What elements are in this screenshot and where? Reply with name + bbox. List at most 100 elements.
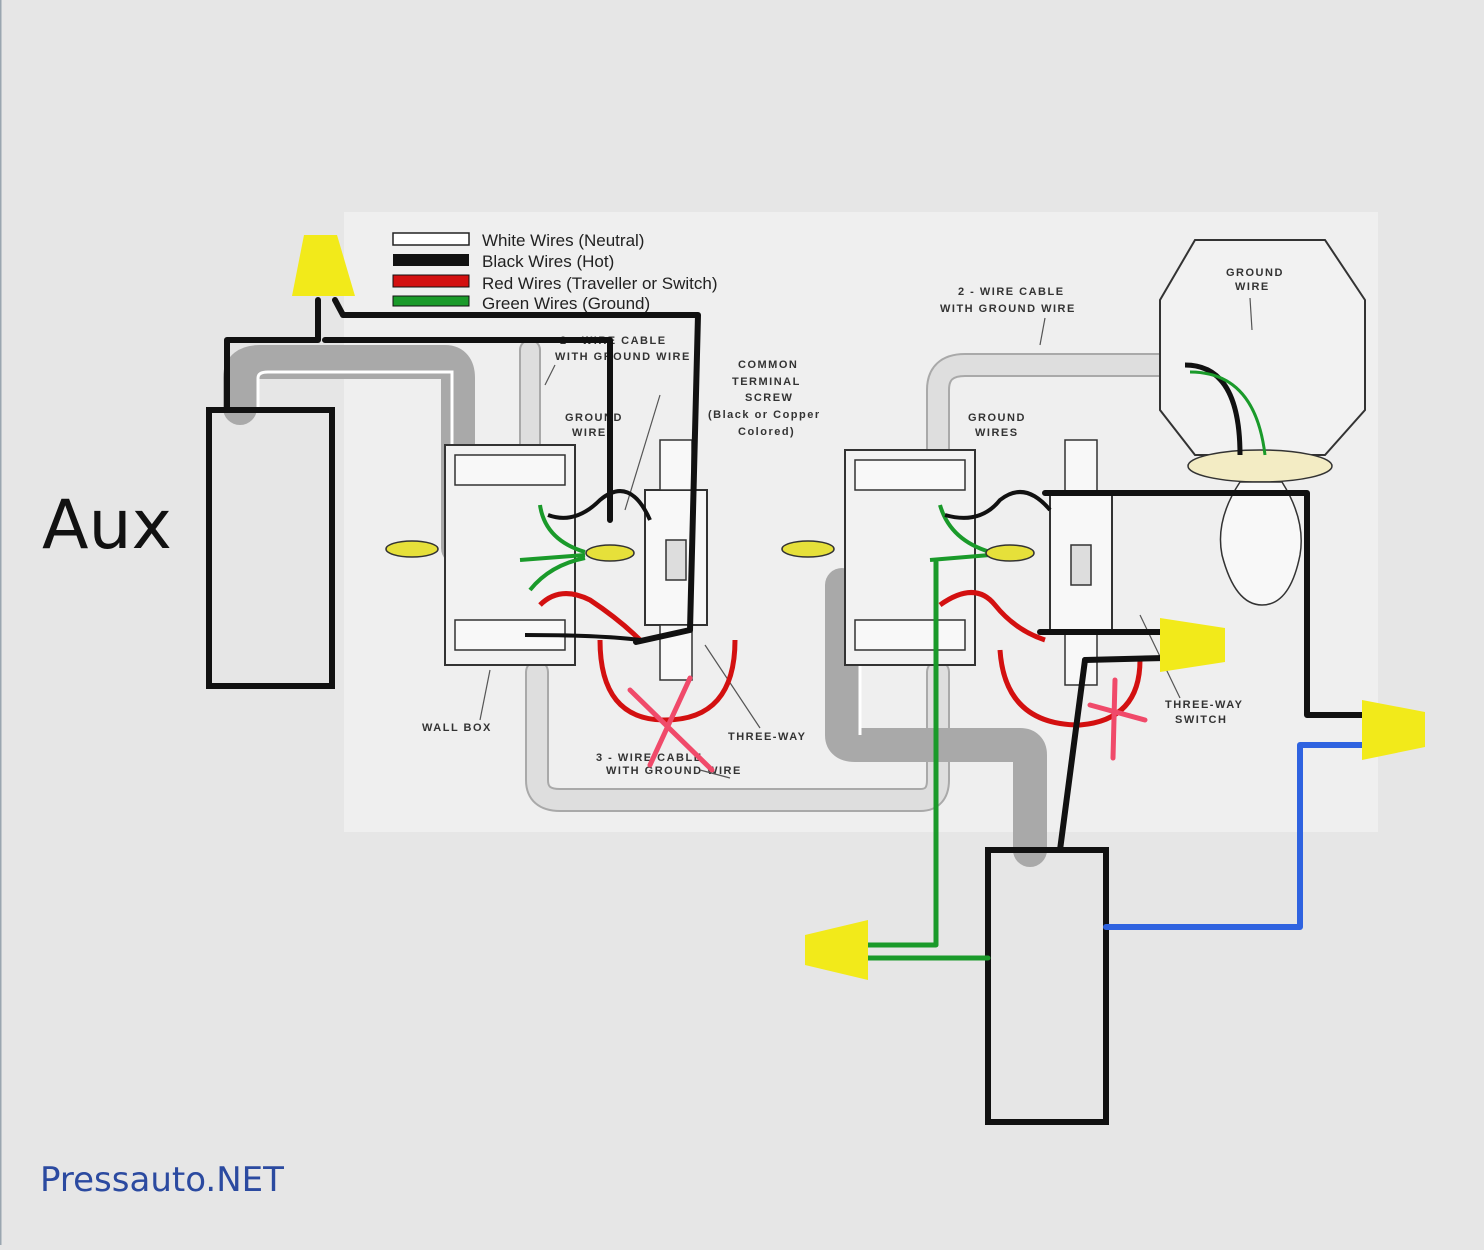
cross-right-a <box>1087 702 1148 723</box>
leader-cable-right <box>1039 317 1046 346</box>
legend-label-white: White Wires (Neutral) <box>482 231 644 250</box>
wire-nut-right <box>1362 700 1425 760</box>
right-black-to-nut <box>1042 490 1368 718</box>
aux-box <box>206 407 335 689</box>
legend-label-red: Red Wires (Traveller or Switch) <box>482 274 718 293</box>
label-ground-wires-right-1: GROUND <box>968 412 1026 424</box>
leader-three-wire <box>699 769 731 779</box>
original-cables <box>519 339 1192 812</box>
original-black-wires <box>524 489 1052 642</box>
legend-swatch-black <box>393 254 469 266</box>
blue-wire <box>1103 742 1368 930</box>
right-box-top-clamp <box>854 459 966 491</box>
aux-to-top-nut-left <box>224 297 321 411</box>
legend: White Wires (Neutral) Black Wires (Hot) … <box>392 231 718 313</box>
left-ground-lower <box>528 556 586 592</box>
left-switch-box <box>444 439 708 681</box>
aux-label: Aux <box>42 486 172 565</box>
leader-wall-box <box>479 669 491 721</box>
left-box-top-clamp <box>454 454 566 486</box>
fixture-octagon-box <box>1159 239 1366 456</box>
label-cable-left-2: WITH GROUND WIRE <box>555 351 691 363</box>
label-fixture-ground-1: GROUND <box>1226 267 1284 279</box>
right-ground-upper <box>938 504 991 554</box>
label-wall-box: WALL BOX <box>422 722 492 734</box>
fixture-green-wire <box>1189 370 1267 456</box>
wire-nut-three-way <box>1160 618 1225 672</box>
left-red-loop <box>597 639 738 723</box>
wire-nut-ground <box>805 920 868 980</box>
left-black-curl <box>547 489 652 521</box>
label-common-5: Colored) <box>738 426 795 438</box>
small-wire-nut-right-b <box>985 544 1035 562</box>
wire-nut-top <box>292 235 355 296</box>
legend-swatch-green <box>392 295 470 307</box>
leader-lines <box>479 297 1253 779</box>
right-red-upper <box>938 590 1046 643</box>
label-ground-wire-left-1: GROUND <box>565 412 623 424</box>
aux-gray-cable <box>223 345 475 565</box>
right-switch-toggle <box>1070 544 1092 586</box>
right-black-curl <box>944 490 1052 520</box>
label-three-way-left: THREE-WAY <box>728 731 807 743</box>
red-traveller-wires <box>538 590 1143 728</box>
left-ground-upper <box>538 504 586 554</box>
small-wire-nut-left <box>385 540 439 558</box>
left-ground-middle <box>519 553 586 562</box>
drawn-green-wires <box>865 559 991 961</box>
label-common-3: SCREW <box>745 392 793 404</box>
leader-common <box>624 394 661 511</box>
diagram-labels: 2 - WIRE CABLE WITH GROUND WIRE GROUND W… <box>422 267 1284 777</box>
top-black-run-1 <box>322 337 613 523</box>
right-black-down <box>1057 657 1088 853</box>
cross-left-b <box>647 675 693 768</box>
label-common-2: TERMINAL <box>732 376 801 388</box>
leader-fixture-ground <box>1249 297 1253 331</box>
label-common-1: COMMON <box>738 359 798 371</box>
left-black-lower <box>524 633 641 642</box>
right-box-bottom-clamp <box>854 619 966 651</box>
small-wire-nut-right-a <box>781 540 835 558</box>
right-switch-yoke-top <box>1064 439 1098 496</box>
original-ground-wires <box>519 504 991 592</box>
aux-white-wire <box>256 370 454 548</box>
label-cable-right-2: WITH GROUND WIRE <box>940 303 1076 315</box>
light-fixture <box>1159 239 1366 606</box>
watermark: Pressauto.NET <box>40 1160 284 1200</box>
label-cable-right-1: 2 - WIRE CABLE <box>958 286 1065 298</box>
drawn-black-wires <box>224 297 1368 853</box>
legend-label-green: Green Wires (Ground) <box>482 294 650 313</box>
lamp-holder <box>1187 449 1333 483</box>
top-black-run-2 <box>332 297 701 645</box>
right-black-to-nut-lower <box>1082 655 1168 663</box>
legend-label-black: Black Wires (Hot) <box>482 252 614 271</box>
leader-cable-left <box>544 364 556 386</box>
left-switch-yoke-top <box>659 439 693 491</box>
label-three-way-right-1: THREE-WAY <box>1165 699 1244 711</box>
right-red-loop <box>997 649 1143 728</box>
wire-nuts <box>292 235 1425 980</box>
right-cable-inner <box>928 355 1190 470</box>
legend-swatch-red <box>392 274 470 288</box>
label-three-wire-cable-1: 3 - WIRE CABLE <box>596 752 703 764</box>
right-ground-middle <box>929 553 991 562</box>
bottom-device-box <box>985 847 1109 1125</box>
left-red-upper <box>538 591 642 642</box>
label-ground-wires-right-2: WIRES <box>975 427 1019 439</box>
left-switch-toggle <box>665 539 687 581</box>
label-ground-wire-left-2: WIRE <box>572 427 607 439</box>
green-ground-to-nut-upper <box>865 559 939 948</box>
small-wire-nut-mid <box>585 544 635 562</box>
cross-right-b <box>1110 677 1118 761</box>
cross-left-a <box>627 687 715 773</box>
legend-swatch-white <box>392 232 470 246</box>
label-common-4: (Black or Copper <box>708 409 821 421</box>
label-three-way-right-2: SWITCH <box>1175 714 1227 726</box>
light-bulb <box>1219 481 1302 606</box>
leader-three-way-left <box>704 644 761 729</box>
label-fixture-ground-2: WIRE <box>1235 281 1270 293</box>
cross-marks <box>627 675 1148 773</box>
fixture-black-wire <box>1184 362 1243 456</box>
